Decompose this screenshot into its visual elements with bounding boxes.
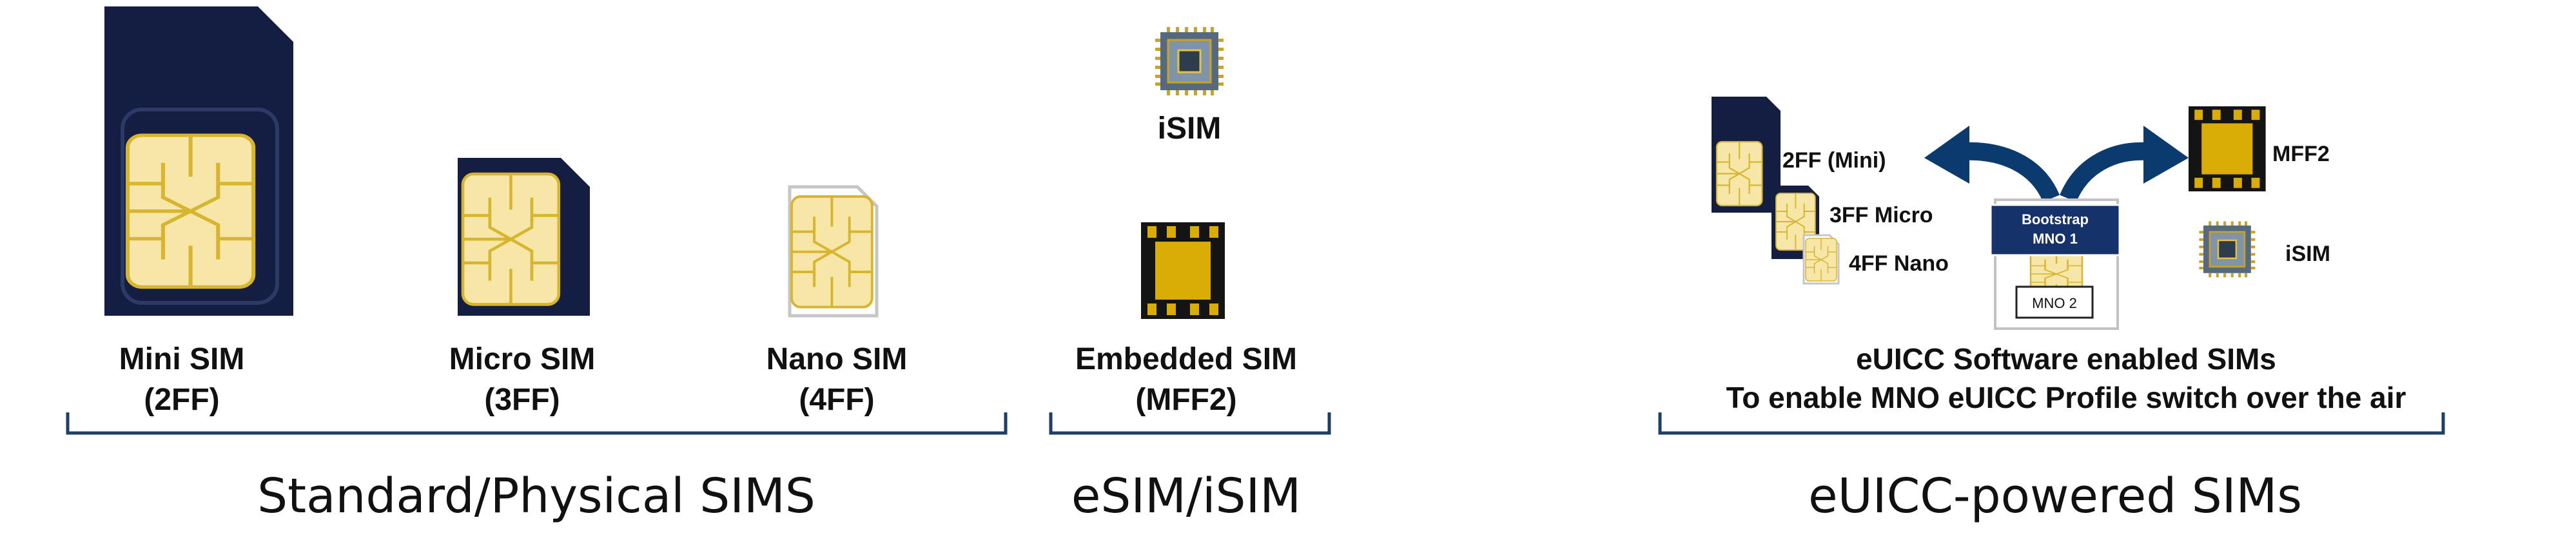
physical-bracket [66, 412, 1008, 435]
euicc-nano-sim-icon [1802, 234, 1840, 285]
isim-processor-icon [1154, 26, 1225, 97]
euicc-isim-label: iSIM [2285, 242, 2330, 266]
nano-sim-card-icon [788, 185, 879, 318]
mini-sim-card-icon [104, 6, 293, 316]
nano-sim-name: Nano SIM [766, 342, 908, 376]
embedded-sim-name: Embedded SIM [1075, 342, 1297, 376]
euicc-micro-label: 3FF Micro [1830, 203, 1933, 227]
embedded-mff2-chip-icon [1141, 222, 1225, 319]
euicc-mff2-chip-icon [2189, 106, 2266, 191]
euicc-mini-sim-icon [1712, 97, 1781, 213]
micro-sim-code: (3FF) [484, 383, 560, 417]
embedded-sim-code: (MFF2) [1135, 383, 1236, 417]
physical-caption: Standard/Physical SIMS [257, 468, 815, 524]
isim-label: iSIM [1158, 111, 1222, 146]
euicc-description-line1: eUICC Software enabled SIMs [1856, 342, 2276, 376]
esim-bracket [1049, 412, 1331, 435]
mno2-label: MNO 2 [2032, 295, 2077, 311]
right-arrow-icon [2060, 126, 2189, 202]
esim-caption: eSIM/iSIM [1071, 468, 1301, 524]
euicc-isim-processor-icon [2198, 220, 2256, 278]
euicc-description-line2: To enable MNO eUICC Profile switch over … [1726, 381, 2406, 414]
euicc-mini-label: 2FF (Mini) [1782, 148, 1886, 173]
micro-sim-name: Micro SIM [449, 342, 596, 376]
euicc-caption: eUICC-powered SIMs [1808, 468, 2302, 524]
euicc-mff2-label: MFF2 [2272, 142, 2330, 166]
bootstrap-label-line1: Bootstrap [2022, 211, 2089, 227]
euicc-bracket [1658, 412, 2445, 435]
micro-sim-card-icon [458, 158, 590, 316]
mini-sim-code: (2FF) [144, 383, 219, 417]
bootstrap-label-line2: MNO 1 [2033, 231, 2078, 247]
euicc-nano-label: 4FF Nano [1849, 251, 1949, 276]
mini-sim-name: Mini SIM [119, 342, 245, 376]
left-arrow-icon [1924, 126, 2060, 202]
nano-sim-code: (4FF) [799, 383, 874, 417]
bootstrap-sim-device-icon [1989, 198, 2121, 330]
